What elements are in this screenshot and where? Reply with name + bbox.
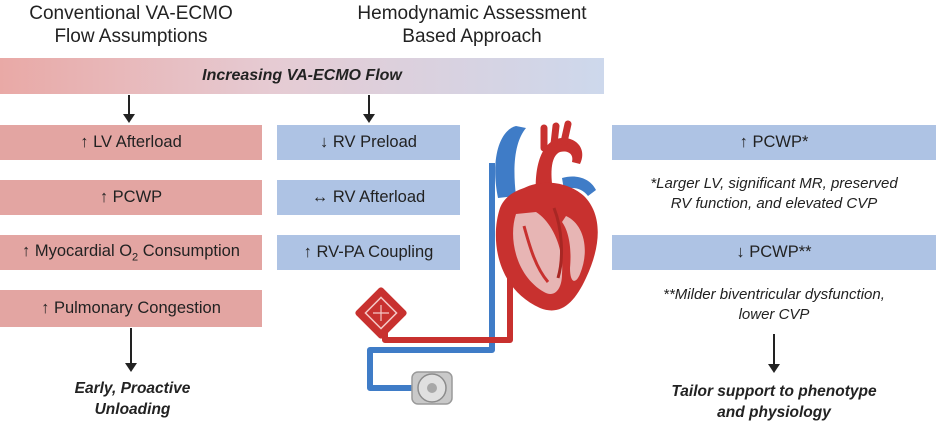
conventional-title-line2: Flow Assumptions <box>54 26 208 47</box>
box-pcwp-conventional-label: ↑ PCWP <box>99 188 163 206</box>
tailor-outcome-arrow <box>768 334 780 373</box>
box-myocardial-o2: ↑ Myocardial O2 Consumption <box>0 235 262 270</box>
note-low-pcwp: **Milder biventricular dysfunction, lowe… <box>612 285 936 325</box>
box-pcwp-high: ↑ PCWP* <box>612 125 936 160</box>
box-pcwp-low-label: ↓ PCWP** <box>736 243 812 261</box>
increasing-flow-bar: Increasing VA-ECMO Flow <box>0 58 604 94</box>
left-down-arrow <box>123 95 135 123</box>
box-myocardial-o2-label: ↑ Myocardial O2 Consumption <box>22 242 240 263</box>
hemodynamic-title-line1: Hemodynamic Assessment <box>357 3 587 24</box>
hemodynamic-title: Hemodynamic Assessment Based Approach <box>320 2 624 48</box>
conventional-title-line1: Conventional VA-ECMO <box>29 3 233 24</box>
conventional-outcome-line1: Early, Proactive <box>74 380 191 397</box>
tailor-outcome-line2: and physiology <box>717 404 831 421</box>
box-rv-pa-coupling: ↑ RV-PA Coupling <box>277 235 460 270</box>
note-high-pcwp-line1: *Larger LV, significant MR, preserved <box>650 175 898 192</box>
conventional-outcome: Early, Proactive Unloading <box>35 378 230 420</box>
increasing-flow-label: Increasing VA-ECMO Flow <box>202 67 402 84</box>
center-down-arrow <box>363 95 375 123</box>
conventional-outcome-arrow <box>125 328 137 372</box>
box-lv-afterload-label: ↑ LV Afterload <box>80 133 182 151</box>
heart-icon <box>495 120 598 311</box>
conventional-title: Conventional VA-ECMO Flow Assumptions <box>0 2 262 48</box>
conventional-outcome-line2: Unloading <box>94 401 171 418</box>
box-pcwp-low: ↓ PCWP** <box>612 235 936 270</box>
box-pcwp-conventional: ↑ PCWP <box>0 180 262 215</box>
box-pulmonary-congestion: ↑ Pulmonary Congestion <box>0 290 262 327</box>
box-rv-preload-label: ↓ RV Preload <box>320 133 417 151</box>
myocardial-o2-suffix: Consumption <box>138 241 240 260</box>
myocardial-o2-prefix: ↑ Myocardial O <box>22 241 133 260</box>
box-rv-afterload: ↔ RV Afterload <box>277 180 460 215</box>
hemodynamic-title-line2: Based Approach <box>402 26 542 47</box>
note-high-pcwp-line2: RV function, and elevated CVP <box>670 195 878 212</box>
note-high-pcwp: *Larger LV, significant MR, preserved RV… <box>612 174 936 214</box>
tailor-outcome: Tailor support to phenotype and physiolo… <box>626 381 922 423</box>
ecmo-drainage-tube <box>367 163 495 391</box>
box-pulmonary-congestion-label: ↑ Pulmonary Congestion <box>41 299 221 317</box>
box-pcwp-high-label: ↑ PCWP* <box>739 133 809 151</box>
oxygenator-icon <box>355 287 407 339</box>
note-low-pcwp-line1: **Milder biventricular dysfunction, <box>663 286 885 303</box>
myocardial-o2-subscript: 2 <box>132 251 139 264</box>
box-rv-pa-coupling-label: ↑ RV-PA Coupling <box>303 243 434 261</box>
box-rv-afterload-label: ↔ RV Afterload <box>311 188 426 206</box>
heart-ecmo-illustration <box>355 120 598 405</box>
tailor-outcome-line1: Tailor support to phenotype <box>671 383 877 400</box>
note-low-pcwp-line2: lower CVP <box>738 306 810 323</box>
box-rv-preload: ↓ RV Preload <box>277 125 460 160</box>
box-lv-afterload: ↑ LV Afterload <box>0 125 262 160</box>
centrifugal-pump-icon <box>411 371 453 405</box>
